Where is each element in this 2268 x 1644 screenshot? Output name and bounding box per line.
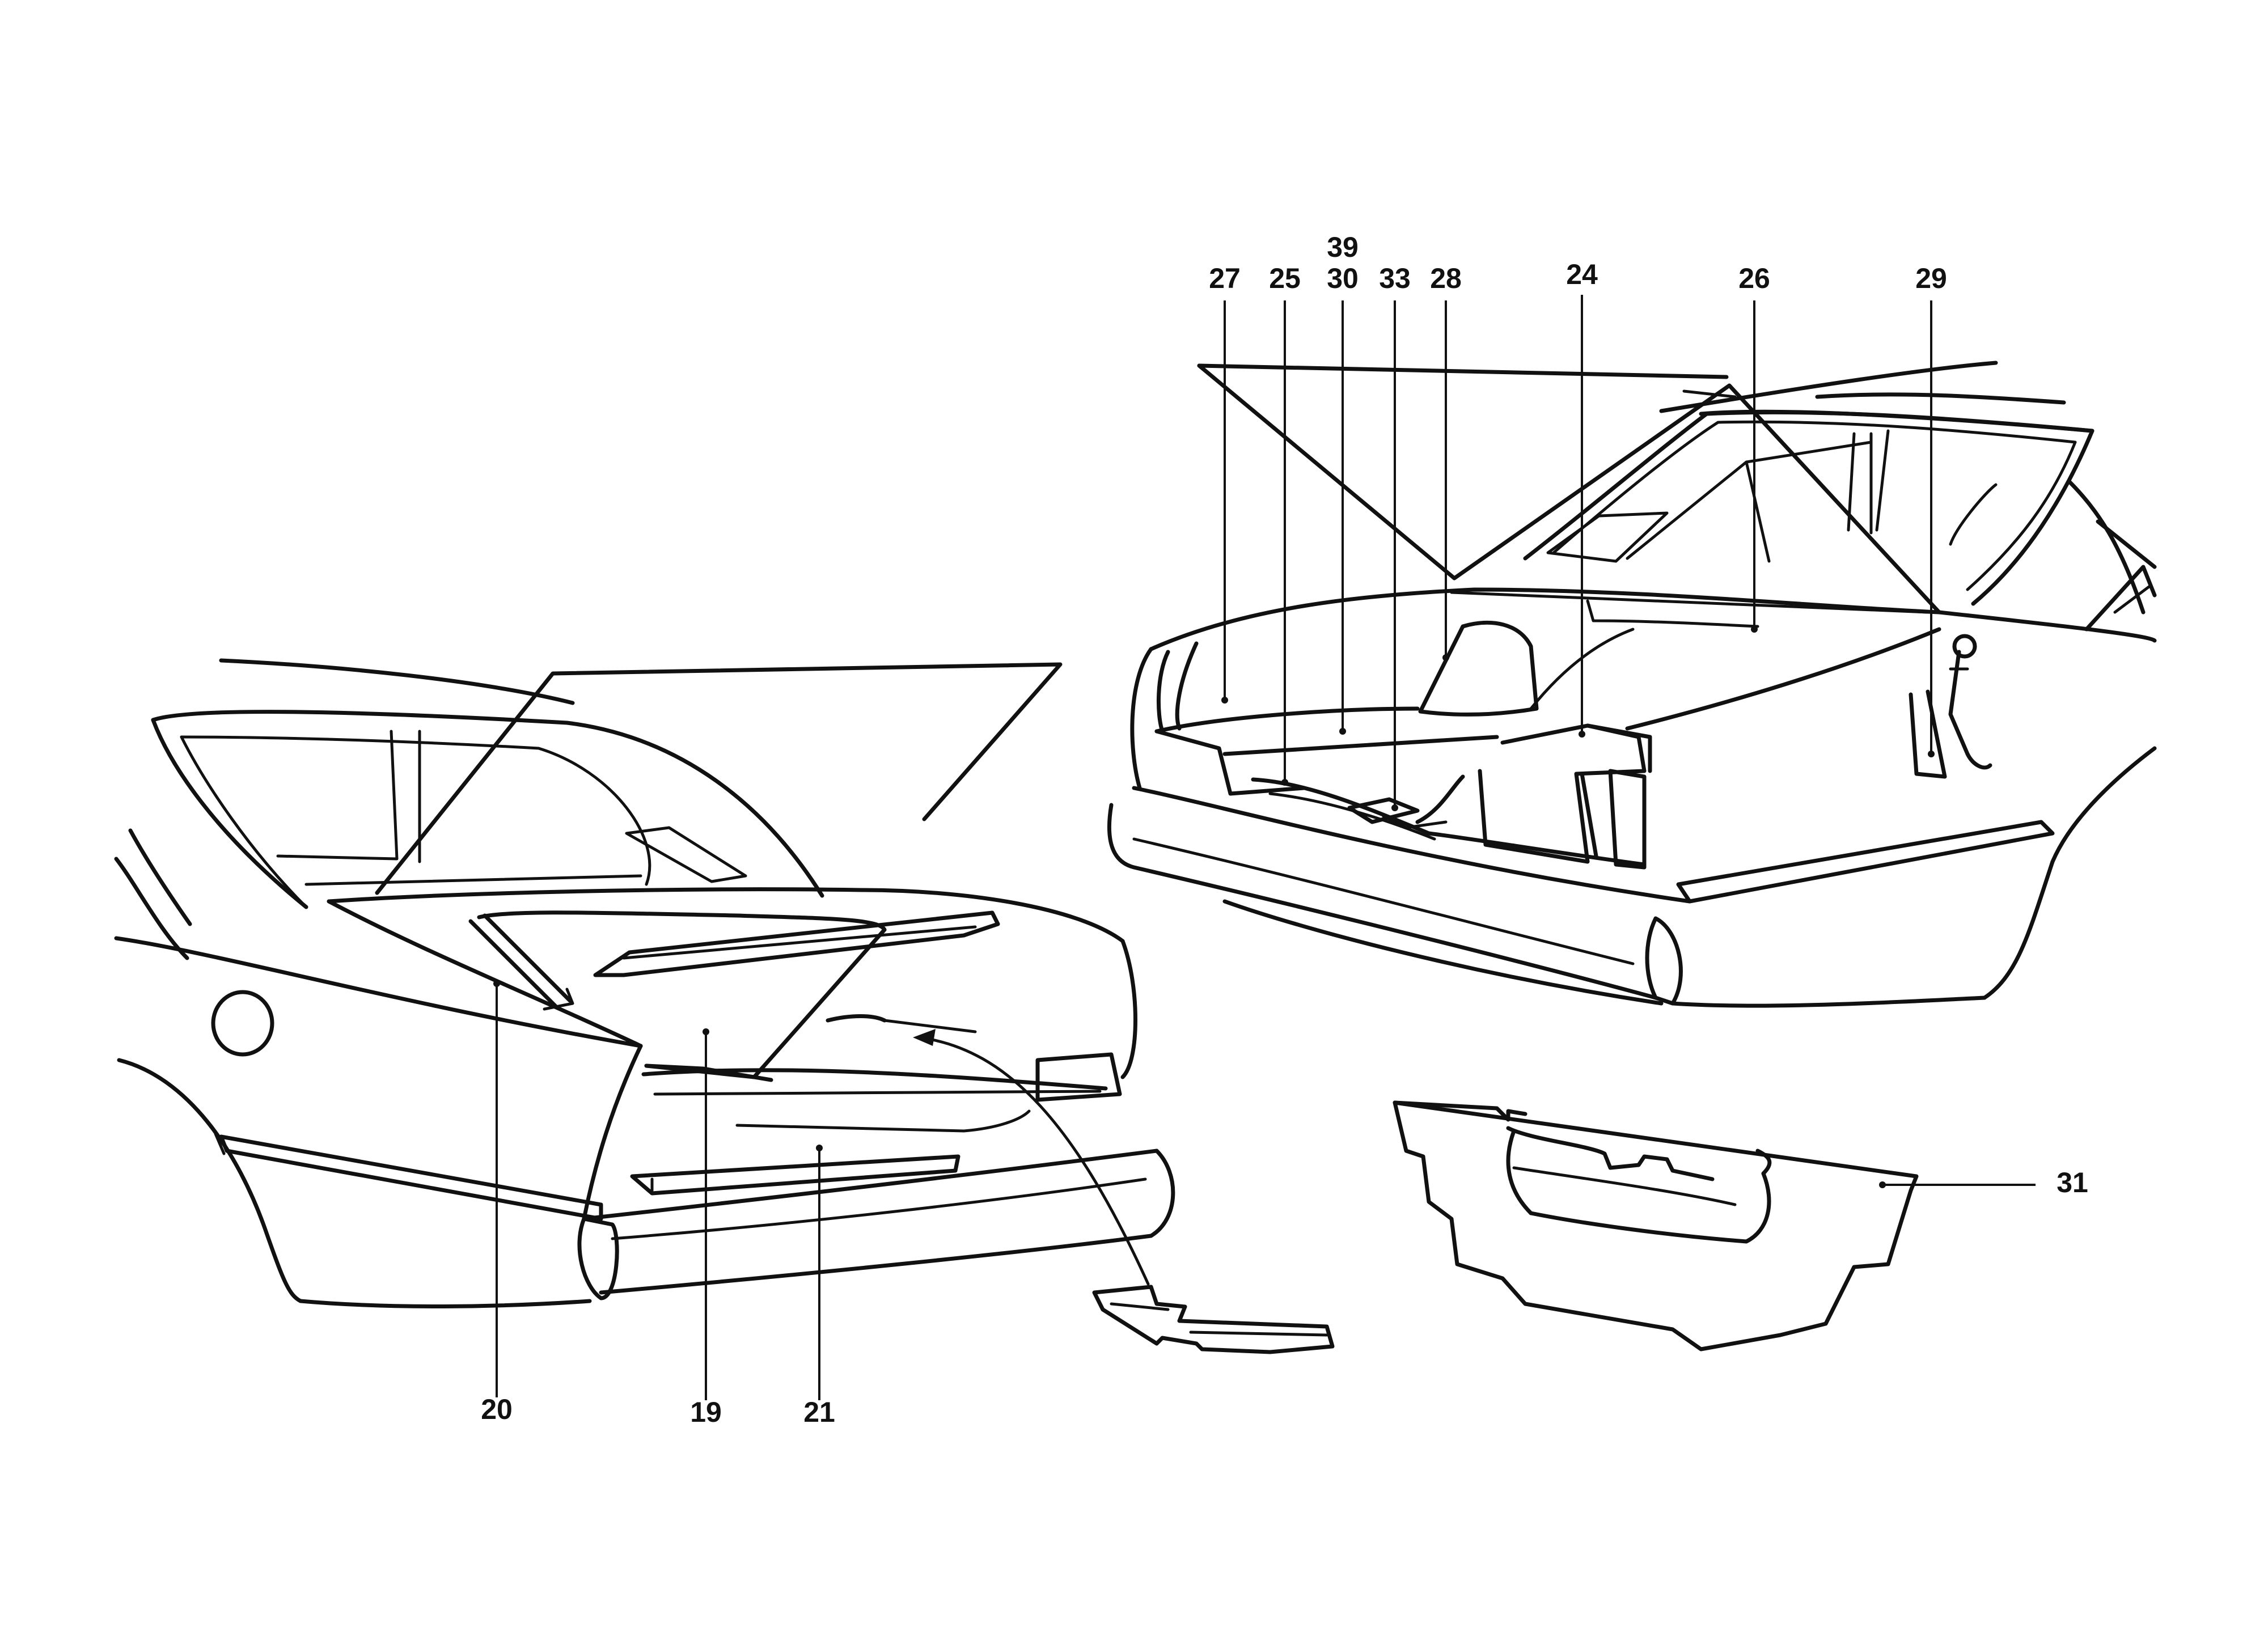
callout-20: 20 (481, 1393, 513, 1425)
callout-21: 21 (803, 1396, 835, 1428)
callout-39: 39 (1327, 231, 1359, 263)
callout-29: 29 (1915, 262, 1947, 294)
leader-lines (493, 295, 2036, 1400)
callout-labels: 20 19 21 27 25 39 30 33 28 24 26 29 31 (481, 231, 2088, 1428)
callout-24: 24 (1566, 259, 1598, 290)
trunk-carpet-panel-drawing (1393, 1100, 1919, 1351)
callout-27: 27 (1209, 262, 1241, 294)
callout-30: 30 (1327, 262, 1359, 294)
callout-31: 31 (2057, 1167, 2088, 1198)
callout-33: 33 (1379, 262, 1411, 294)
left-car-drawing (114, 658, 1335, 1354)
right-car-drawing (1107, 361, 2157, 1008)
callout-26: 26 (1738, 262, 1770, 294)
callout-25: 25 (1269, 262, 1301, 294)
callout-19: 19 (690, 1396, 722, 1428)
callout-28: 28 (1430, 262, 1462, 294)
